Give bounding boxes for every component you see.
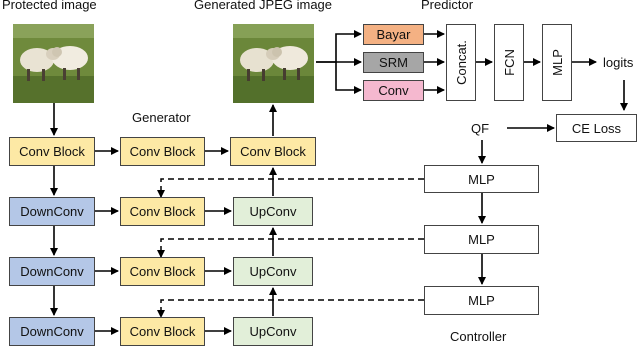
conv-block-row1: Conv Block bbox=[120, 137, 205, 166]
qf-label: QF bbox=[471, 121, 490, 136]
predictor-label: Predictor bbox=[421, 0, 474, 12]
generated-jpeg-image bbox=[233, 24, 314, 103]
concat-block: Concat. bbox=[446, 24, 476, 101]
logits-label: logits bbox=[603, 55, 634, 70]
generated-image-label: Generated JPEG image bbox=[194, 0, 333, 12]
conv-block-row2: Conv Block bbox=[120, 197, 205, 226]
conv-branch-block: Conv bbox=[363, 80, 424, 101]
control-dash-3 bbox=[157, 299, 424, 318]
fcn-label: FCN bbox=[501, 49, 517, 76]
predictor-mlp-block: MLP bbox=[542, 24, 572, 101]
control-dash-1 bbox=[157, 178, 424, 198]
generator-label: Generator bbox=[132, 110, 191, 125]
upconv-3: UpConv bbox=[233, 317, 313, 346]
conv-block-row4: Conv Block bbox=[120, 317, 205, 346]
controller-label: Controller bbox=[450, 329, 507, 344]
arrow-to-bayar bbox=[316, 30, 362, 63]
srm-block: SRM bbox=[363, 52, 424, 73]
protected-image-label: Protected image bbox=[2, 0, 97, 12]
concat-label: Concat. bbox=[453, 40, 469, 85]
decoder-conv-block: Conv Block bbox=[230, 137, 316, 166]
controller-mlp-2: MLP bbox=[424, 225, 539, 254]
upconv-2: UpConv bbox=[233, 257, 313, 286]
fcn-block: FCN bbox=[494, 24, 524, 101]
predictor-mlp-label: MLP bbox=[549, 49, 565, 76]
encoder-conv-block: Conv Block bbox=[9, 137, 95, 166]
downconv-3: DownConv bbox=[9, 317, 95, 346]
arrow-to-conv bbox=[335, 62, 362, 94]
protected-image bbox=[13, 24, 94, 103]
control-dash-2 bbox=[157, 238, 424, 258]
conv-block-row3: Conv Block bbox=[120, 257, 205, 286]
controller-mlp-1: MLP bbox=[424, 165, 539, 193]
ce-loss-block: CE Loss bbox=[556, 114, 637, 142]
controller-mlp-3: MLP bbox=[424, 286, 539, 315]
upconv-1: UpConv bbox=[233, 197, 313, 226]
downconv-1: DownConv bbox=[9, 197, 95, 226]
bayar-block: Bayar bbox=[363, 24, 424, 45]
downconv-2: DownConv bbox=[9, 257, 95, 286]
